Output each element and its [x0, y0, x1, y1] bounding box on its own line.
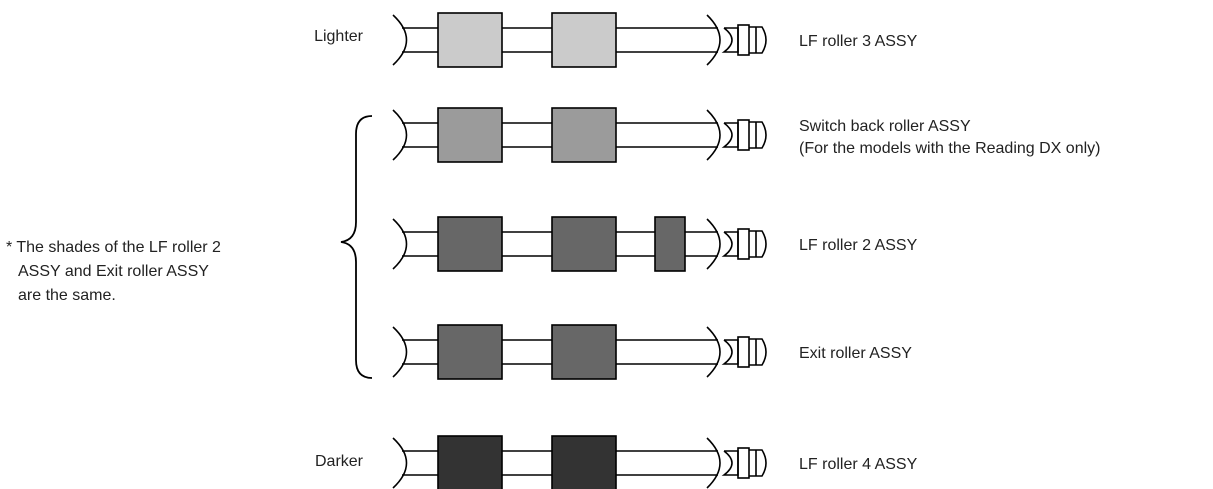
- darker-label: Darker: [315, 453, 364, 470]
- roller-label: LF roller 2 ASSY: [799, 237, 918, 254]
- roller-block: [437, 216, 503, 272]
- roller-label: LF roller 4 ASSY: [799, 456, 918, 473]
- roller-block: [551, 107, 617, 163]
- roller-block: [551, 216, 617, 272]
- shaft-end-cap: [749, 449, 767, 477]
- roller-block: [551, 435, 617, 489]
- roller-row: LF roller 2 ASSY: [392, 216, 918, 272]
- roller-row: Switch back roller ASSY (For the models w…: [392, 107, 1100, 163]
- lighter-label: Lighter: [314, 28, 364, 45]
- roller-label: LF roller 3 ASSY: [799, 33, 918, 50]
- roller-label-note: (For the models with the Reading DX only…: [799, 140, 1100, 157]
- shaft-end-stub: [721, 122, 739, 148]
- roller-label: Exit roller ASSY: [799, 345, 912, 362]
- shaft-end-cap: [749, 338, 767, 366]
- shaft-bushing: [737, 228, 750, 260]
- shaft-bushing: [737, 119, 750, 151]
- roller-row: Exit roller ASSY: [392, 324, 912, 380]
- roller-block: [437, 324, 503, 380]
- shaft-bushing: [737, 24, 750, 56]
- roller-block: [551, 324, 617, 380]
- roller-block: [654, 216, 686, 272]
- note-line-3: are the same.: [18, 287, 116, 304]
- shaft-end-cap: [749, 121, 767, 149]
- roller-block: [551, 12, 617, 68]
- shaft-end-stub: [721, 27, 739, 53]
- note-line-2: ASSY and Exit roller ASSY: [18, 263, 209, 280]
- roller-block: [437, 435, 503, 489]
- roller-block: [437, 107, 503, 163]
- rollers-layer: LF roller 3 ASSY Switch back roller ASSY (…: [392, 12, 1100, 489]
- shaft-end-cap: [749, 26, 767, 54]
- shaft-bushing: [737, 336, 750, 368]
- roller-row: LF roller 3 ASSY: [392, 12, 918, 68]
- roller-block: [437, 12, 503, 68]
- roller-row: LF roller 4 ASSY: [392, 435, 918, 489]
- shaft-end-stub: [721, 231, 739, 257]
- shaft-end-stub: [721, 339, 739, 365]
- shaft-bushing: [737, 447, 750, 479]
- shaft-end-stub: [721, 450, 739, 476]
- shaft-end-cap: [749, 230, 767, 258]
- group-brace: [340, 115, 373, 379]
- note-line-1: * The shades of the LF roller 2: [6, 239, 221, 256]
- roller-label: Switch back roller ASSY: [799, 118, 971, 135]
